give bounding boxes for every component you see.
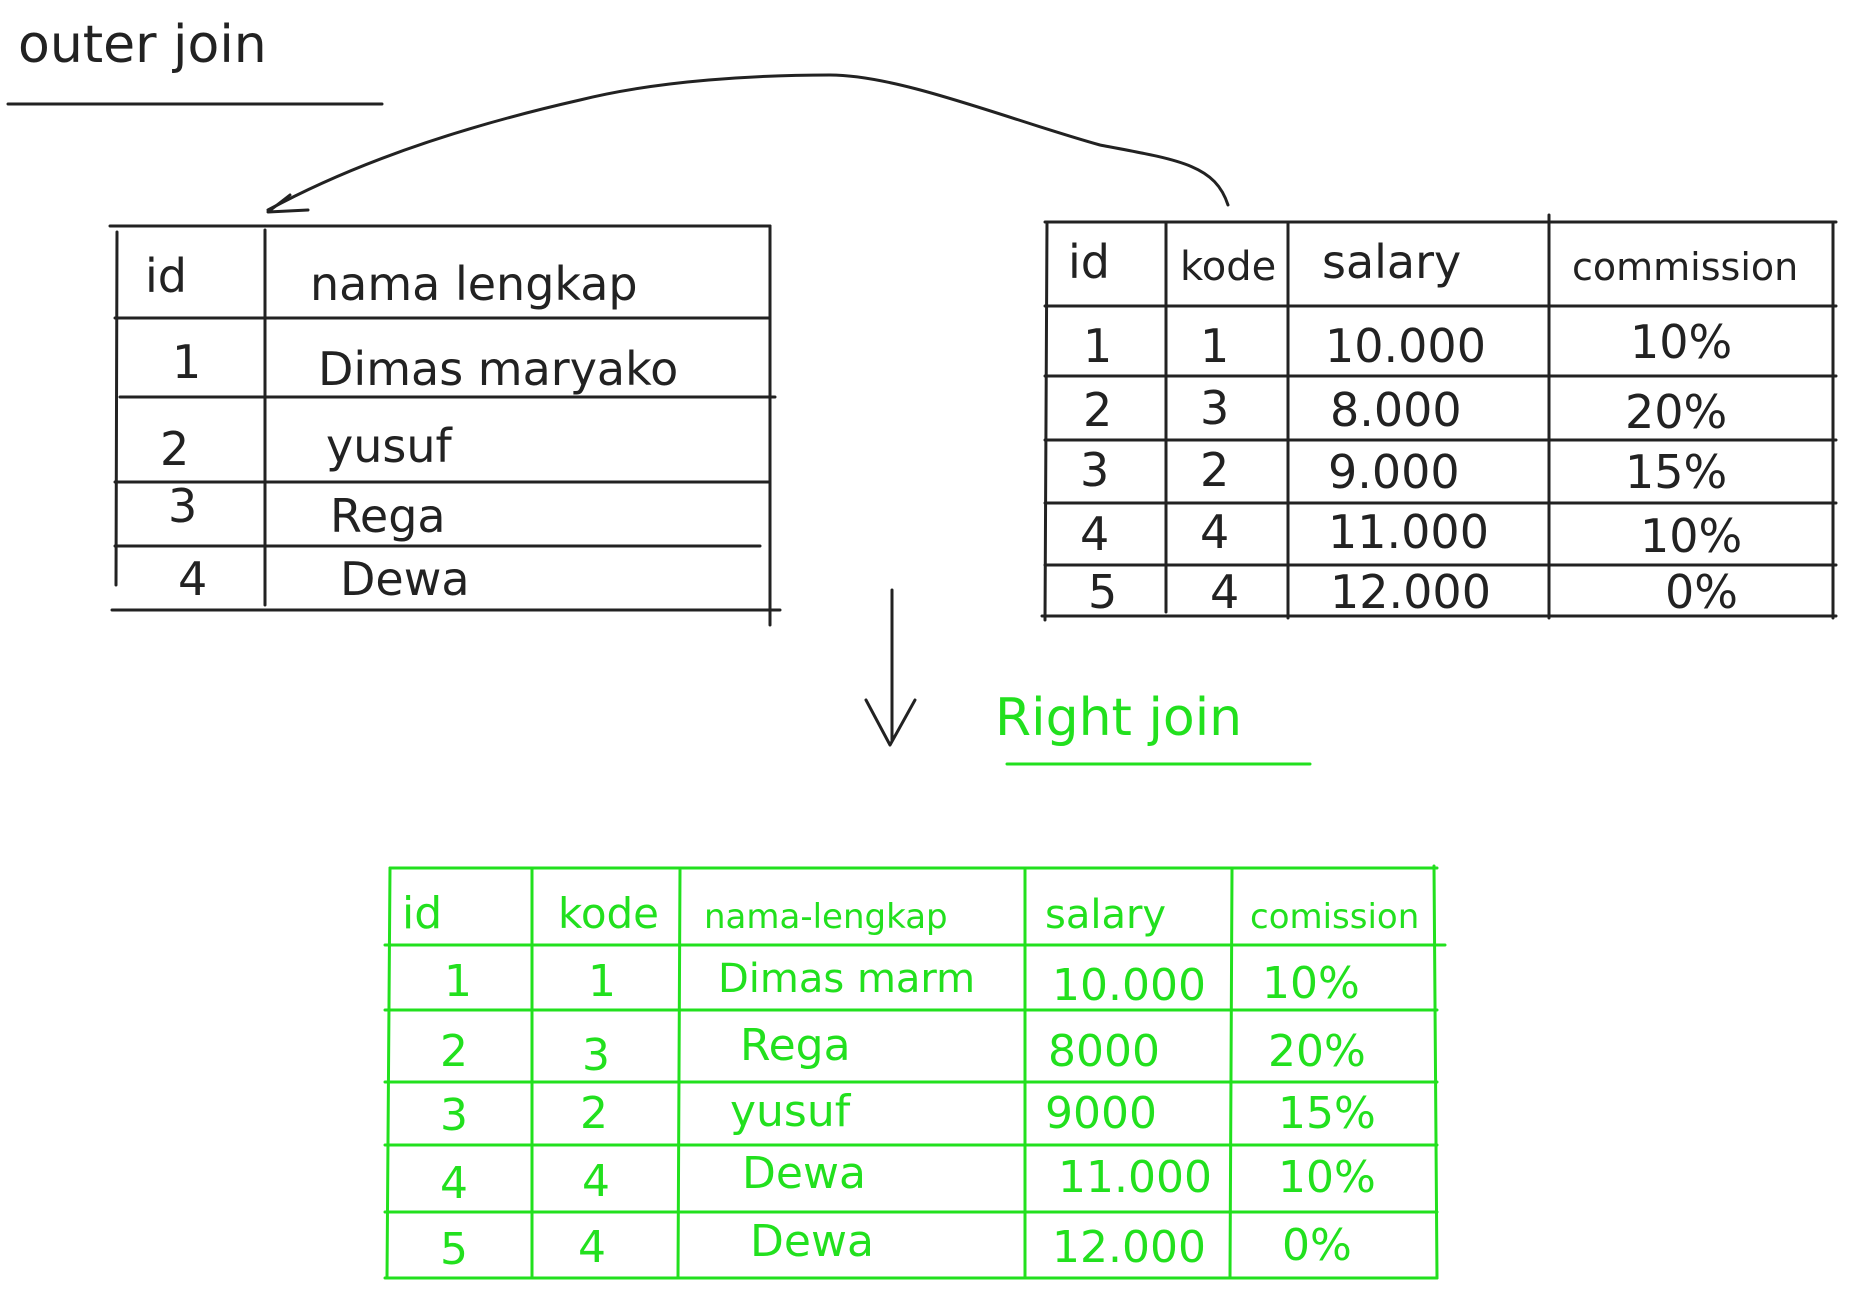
left-table-row: 2 yusuf <box>160 419 453 476</box>
result-cell-kode: 3 <box>582 1030 610 1081</box>
curved-arrow-head <box>266 193 310 214</box>
right-table: id kode salary commission 1 1 10.000 10%… <box>1040 213 1838 622</box>
curved-arrow-path <box>266 73 1230 212</box>
result-table-header: id kode nama-lengkap salary comission <box>402 888 1419 939</box>
right-cell-salary: 10.000 <box>1325 319 1486 373</box>
left-table-row: 1 Dimas maryako <box>172 335 678 396</box>
result-cell-name: Rega <box>740 1020 851 1071</box>
left-cell-id: 4 <box>178 552 207 606</box>
right-cell-kode: 4 <box>1210 565 1239 619</box>
result-header-id: id <box>402 888 442 939</box>
result-table-row: 1 1 Dimas marm 10.000 10% <box>444 956 1360 1011</box>
down-arrow-head <box>864 698 917 747</box>
result-cell-comission: 10% <box>1262 958 1360 1009</box>
result-cell-salary: 10.000 <box>1052 960 1206 1011</box>
left-cell-name: Rega <box>330 489 446 543</box>
result-cell-kode: 4 <box>582 1156 610 1207</box>
result-cell-id: 4 <box>440 1158 468 1209</box>
right-header-id: id <box>1068 235 1110 289</box>
result-cell-salary: 11.000 <box>1058 1152 1212 1203</box>
right-cell-commission: 10% <box>1640 509 1742 563</box>
curved-arrow <box>266 73 1230 214</box>
right-header-commission: commission <box>1572 245 1798 289</box>
result-cell-kode: 2 <box>580 1088 608 1139</box>
result-table-row: 3 2 yusuf 9000 15% <box>440 1086 1376 1141</box>
result-table-row: 4 4 Dewa 11.000 10% <box>440 1148 1376 1209</box>
result-cell-id: 1 <box>444 956 472 1007</box>
left-cell-name: Dewa <box>340 552 470 606</box>
result-cell-comission: 0% <box>1282 1220 1352 1271</box>
result-cell-name: Dewa <box>742 1148 866 1199</box>
diagram-title: outer join <box>18 15 267 75</box>
result-table: id kode nama-lengkap salary comission 1 … <box>383 864 1447 1280</box>
left-cell-name: Dimas maryako <box>318 342 678 396</box>
result-cell-kode: 1 <box>588 956 616 1007</box>
right-cell-kode: 3 <box>1200 381 1229 435</box>
right-table-header: id kode salary commission <box>1068 235 1798 290</box>
result-table-row: 2 3 Rega 8000 20% <box>440 1020 1366 1081</box>
left-cell-name: yusuf <box>326 419 453 473</box>
right-cell-kode: 2 <box>1200 443 1229 497</box>
left-table-row: 4 Dewa <box>178 552 470 606</box>
right-cell-salary: 9.000 <box>1328 445 1460 499</box>
result-cell-comission: 20% <box>1268 1026 1366 1077</box>
result-cell-salary: 8000 <box>1048 1026 1160 1077</box>
right-cell-kode: 4 <box>1200 505 1229 559</box>
result-header-salary: salary <box>1045 892 1166 938</box>
right-cell-commission: 20% <box>1625 385 1727 439</box>
left-table: id nama lengkap 1 Dimas maryako 2 yusuf … <box>108 224 782 627</box>
result-cell-name: Dewa <box>750 1216 874 1267</box>
result-cell-id: 5 <box>440 1224 468 1275</box>
result-cell-comission: 10% <box>1278 1152 1376 1203</box>
right-cell-id: 5 <box>1088 565 1117 619</box>
right-table-row: 5 4 12.000 0% <box>1088 565 1738 619</box>
result-cell-name: Dimas marm <box>718 956 975 1002</box>
result-table-row: 5 4 Dewa 12.000 0% <box>440 1216 1352 1275</box>
left-header-id: id <box>145 249 187 303</box>
right-table-row: 1 1 10.000 10% <box>1083 315 1732 373</box>
right-table-row: 2 3 8.000 20% <box>1083 381 1727 439</box>
right-cell-id: 3 <box>1080 443 1109 497</box>
right-join-label-group: Right join <box>995 688 1312 766</box>
right-cell-salary: 12.000 <box>1330 565 1491 619</box>
left-cell-id: 2 <box>160 422 189 476</box>
right-cell-id: 4 <box>1080 507 1109 561</box>
right-cell-commission: 10% <box>1630 315 1732 369</box>
left-table-row: 3 Rega <box>168 479 446 543</box>
right-table-row: 4 4 11.000 10% <box>1080 505 1742 563</box>
result-cell-comission: 15% <box>1278 1088 1376 1139</box>
right-cell-salary: 8.000 <box>1330 383 1462 437</box>
down-arrow <box>864 588 917 747</box>
result-cell-salary: 12.000 <box>1052 1222 1206 1273</box>
right-cell-id: 2 <box>1083 383 1112 437</box>
right-table-grid <box>1040 213 1838 622</box>
right-cell-commission: 0% <box>1665 565 1738 619</box>
result-cell-name: yusuf <box>730 1086 852 1137</box>
result-cell-kode: 4 <box>578 1222 606 1273</box>
left-table-grid <box>108 224 782 627</box>
left-cell-id: 1 <box>172 335 201 389</box>
right-cell-commission: 15% <box>1625 445 1727 499</box>
result-header-comission: comission <box>1250 897 1419 937</box>
left-table-header: id nama lengkap <box>145 249 638 311</box>
result-cell-salary: 9000 <box>1045 1088 1157 1139</box>
left-header-name: nama lengkap <box>310 257 638 311</box>
title-group: outer join <box>6 15 384 106</box>
right-cell-salary: 11.000 <box>1328 505 1489 559</box>
result-header-kode: kode <box>558 889 659 938</box>
result-cell-id: 3 <box>440 1090 468 1141</box>
result-cell-id: 2 <box>440 1026 468 1077</box>
right-table-row: 3 2 9.000 15% <box>1080 443 1727 499</box>
result-table-grid <box>383 864 1447 1280</box>
right-join-label: Right join <box>995 688 1242 748</box>
right-header-salary: salary <box>1322 235 1461 289</box>
right-header-kode: kode <box>1180 244 1276 290</box>
left-cell-id: 3 <box>168 479 197 533</box>
result-header-name: nama-lengkap <box>704 897 948 937</box>
right-cell-kode: 1 <box>1200 319 1229 373</box>
right-cell-id: 1 <box>1083 319 1112 373</box>
